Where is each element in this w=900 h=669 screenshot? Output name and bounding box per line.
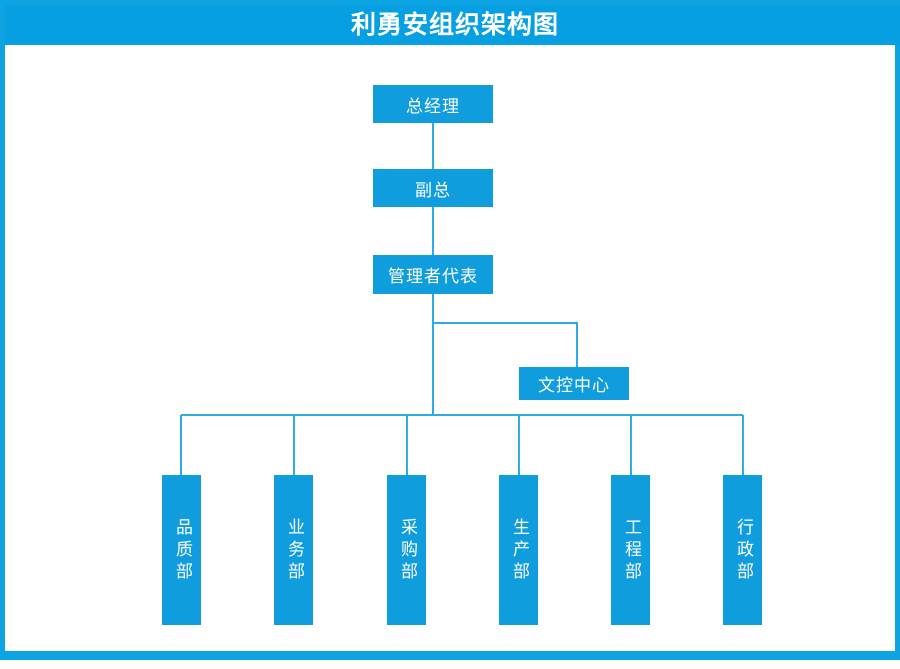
node-business-department-label: 业务部 [284, 518, 304, 584]
connector-lines [180, 123, 744, 475]
node-management-representative-label: 管理者代表 [388, 267, 478, 287]
node-general-manager[interactable]: 总经理 [373, 85, 493, 123]
node-business-department[interactable]: 业务部 [274, 475, 313, 625]
node-purchasing-department-label: 采购部 [397, 518, 417, 584]
node-administration-department[interactable]: 行政部 [723, 475, 762, 625]
node-vice-general-manager[interactable]: 副总 [373, 169, 493, 207]
page-title: 利勇安组织架构图 [350, 10, 559, 39]
edge-mgr-doc [433, 322, 578, 367]
node-vice-general-manager-label: 副总 [415, 180, 451, 201]
node-quality-department-label: 品质部 [172, 518, 192, 584]
node-engineering-department[interactable]: 工程部 [611, 475, 650, 625]
node-production-department-label: 生产部 [509, 518, 529, 584]
node-purchasing-department[interactable]: 采购部 [387, 475, 426, 625]
node-management-representative[interactable]: 管理者代表 [373, 255, 493, 294]
header-bar [5, 5, 900, 45]
node-general-manager-label: 总经理 [406, 96, 460, 117]
node-production-department[interactable]: 生产部 [499, 475, 538, 625]
node-document-control-center-label: 文控中心 [538, 376, 610, 396]
node-administration-department-label: 行政部 [733, 518, 753, 584]
node-document-control-center[interactable]: 文控中心 [519, 367, 629, 400]
node-quality-department[interactable]: 品质部 [162, 475, 201, 625]
node-engineering-department-label: 工程部 [621, 518, 641, 584]
chart-canvas: 总经理 副总 管理者代表 文控中心 品质部 业务部 采购部 生产 [5, 45, 900, 665]
